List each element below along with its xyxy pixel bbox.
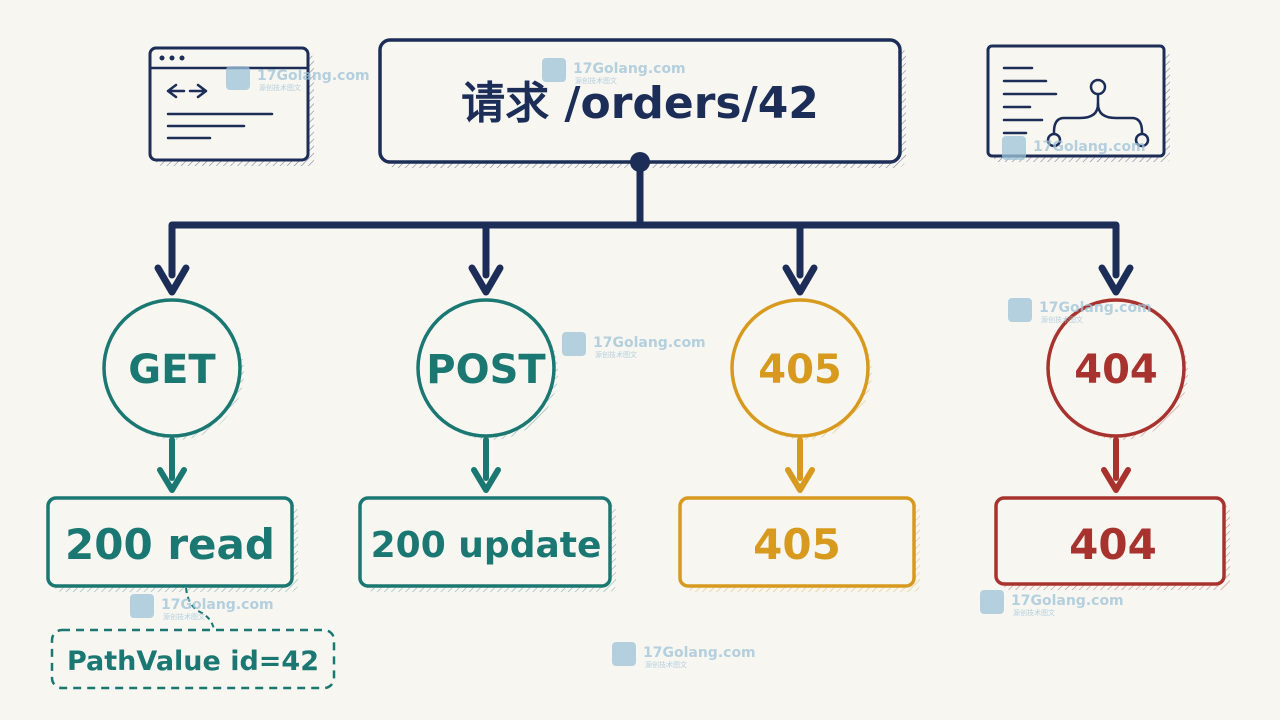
branch-connectors [154,152,1134,296]
watermark-3: 17Golang.com [1002,136,1146,160]
pathvalue-note: PathValue id=42 [50,587,336,690]
watermark-4: 17Golang.com 源创技术图文 [562,332,706,359]
branch-404: 404 404 [994,298,1230,590]
branch-405: 405 405 [678,298,920,592]
svg-text:17Golang.com: 17Golang.com [1039,300,1152,316]
watermark-2: 17Golang.com 源创技术图文 [542,58,686,85]
result-post-label: 200 update [371,525,602,566]
branch-post: POST 200 update [358,298,616,592]
svg-text:17Golang.com: 17Golang.com [643,645,756,661]
watermark-5: 17Golang.com 源创技术图文 [1008,298,1152,324]
svg-text:17Golang.com: 17Golang.com [161,597,274,613]
result-get-label: 200 read [65,520,275,569]
request-box: 请求 /orders/42 [378,38,906,168]
svg-text:17Golang.com: 17Golang.com [1033,139,1146,155]
method-405-label: 405 [758,347,842,393]
svg-text:源创技术图文: 源创技术图文 [575,76,617,85]
request-label: 请求 /orders/42 [461,78,819,129]
method-get-label: GET [128,347,216,393]
svg-text:17Golang.com: 17Golang.com [573,61,686,77]
router-document-icon [986,44,1170,162]
watermark-6: 17Golang.com 源创技术图文 [130,594,274,621]
svg-text:17Golang.com: 17Golang.com [257,68,370,84]
svg-text:源创技术图文: 源创技术图文 [259,83,301,92]
svg-text:源创技术图文: 源创技术图文 [1013,608,1055,617]
watermark-7: 17Golang.com 源创技术图文 [980,590,1124,617]
svg-text:17Golang.com: 17Golang.com [1011,593,1124,609]
svg-text:源创技术图文: 源创技术图文 [163,612,205,621]
result-405-label: 405 [753,520,841,569]
method-404-label: 404 [1074,347,1158,393]
watermark-1: 17Golang.com 源创技术图文 [226,66,370,92]
pathvalue-label: PathValue id=42 [67,646,319,677]
svg-text:17Golang.com: 17Golang.com [593,335,706,351]
browser-window-icon [148,46,314,166]
svg-text:源创技术图文: 源创技术图文 [595,350,637,359]
result-404-label: 404 [1069,520,1157,569]
watermark-8: 17Golang.com 源创技术图文 [612,642,756,669]
svg-text:源创技术图文: 源创技术图文 [1041,315,1083,324]
method-post-label: POST [426,347,546,393]
svg-text:源创技术图文: 源创技术图文 [645,660,687,669]
branch-get: GET 200 read [46,298,298,592]
